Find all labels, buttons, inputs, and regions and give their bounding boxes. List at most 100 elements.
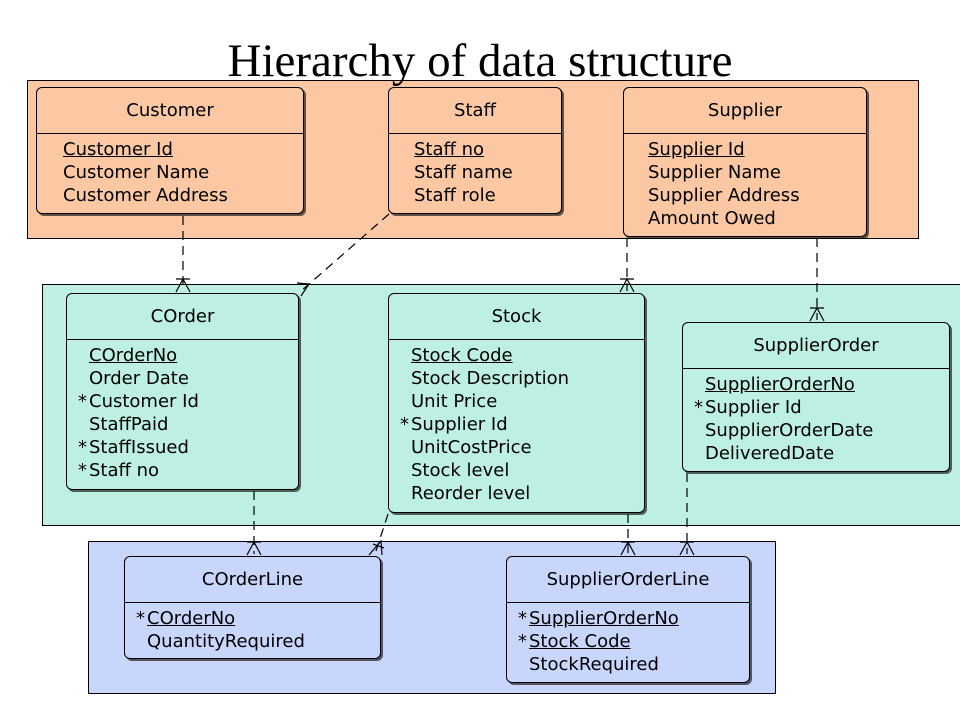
- key-attribute-name: SupplierOrderNo: [705, 374, 855, 395]
- foreign-key-marker: [399, 367, 409, 390]
- key-attribute-name: COrderNo: [147, 608, 236, 629]
- entity-attribute: *Customer Id: [77, 390, 298, 413]
- foreign-key-marker: [636, 138, 646, 161]
- attribute-name: Stock level: [411, 460, 510, 481]
- entity-attribute: Supplier Address: [636, 184, 866, 207]
- entity-attribute: *StaffIssued: [77, 436, 298, 459]
- attribute-name: Stock Description: [411, 368, 570, 389]
- entity-attribute: Stock Description: [399, 367, 644, 390]
- entity-supplierorder-name: SupplierOrder: [683, 323, 949, 369]
- attribute-name: StockRequired: [529, 654, 659, 675]
- entity-attribute: Order Date: [77, 367, 298, 390]
- entity-attribute: *SupplierOrderNo: [517, 607, 749, 630]
- entity-attribute: Supplier Id: [636, 138, 866, 161]
- attribute-name: UnitCostPrice: [411, 437, 532, 458]
- key-attribute-name: Staff no: [414, 139, 485, 160]
- entity-attribute: Customer Address: [51, 184, 303, 207]
- slide-title: Hierarchy of data structure: [227, 35, 733, 87]
- foreign-key-marker: *: [694, 397, 703, 418]
- entity-staff-name: Staff: [389, 88, 561, 134]
- attribute-name: Staff no: [89, 460, 160, 481]
- key-attribute-name: Stock Code: [529, 631, 631, 652]
- attribute-name: SupplierOrderDate: [705, 420, 874, 441]
- foreign-key-marker: [402, 184, 412, 207]
- attribute-name: Staff role: [414, 185, 496, 206]
- entity-supplierorderline: SupplierOrderLine *SupplierOrderNo*Stock…: [506, 556, 750, 683]
- entity-attribute: Stock Code: [399, 344, 644, 367]
- foreign-key-marker: *: [400, 414, 409, 435]
- entity-attribute: Staff no: [402, 138, 561, 161]
- attribute-name: Supplier Id: [705, 397, 802, 418]
- key-attribute-name: Stock Code: [411, 345, 513, 366]
- attribute-name: StaffPaid: [89, 414, 169, 435]
- foreign-key-marker: [402, 161, 412, 184]
- attribute-name: DeliveredDate: [705, 443, 835, 464]
- entity-attribute: COrderNo: [77, 344, 298, 367]
- foreign-key-marker: [693, 419, 703, 442]
- key-attribute-name: Customer Id: [63, 139, 173, 160]
- entity-supplier-name: Supplier: [624, 88, 866, 134]
- foreign-key-marker: [399, 482, 409, 505]
- entity-attribute: Staff role: [402, 184, 561, 207]
- entity-attribute: Staff name: [402, 161, 561, 184]
- entity-corder-name: COrder: [67, 294, 298, 340]
- entity-attribute: *Supplier Id: [693, 396, 949, 419]
- foreign-key-marker: [399, 459, 409, 482]
- foreign-key-marker: *: [518, 608, 527, 629]
- foreign-key-marker: [636, 184, 646, 207]
- entity-attribute: UnitCostPrice: [399, 436, 644, 459]
- foreign-key-marker: [636, 161, 646, 184]
- attribute-name: Reorder level: [411, 483, 531, 504]
- key-attribute-name: COrderNo: [89, 345, 178, 366]
- entity-attribute: StaffPaid: [77, 413, 298, 436]
- entity-attribute: SupplierOrderDate: [693, 419, 949, 442]
- attribute-name: Supplier Name: [648, 162, 781, 183]
- entity-attribute: SupplierOrderNo: [693, 373, 949, 396]
- foreign-key-marker: [51, 184, 61, 207]
- entity-attribute: *Stock Code: [517, 630, 749, 653]
- attribute-name: Order Date: [89, 368, 189, 389]
- foreign-key-marker: [693, 442, 703, 465]
- attribute-name: Supplier Address: [648, 185, 800, 206]
- attribute-name: Supplier Id: [411, 414, 508, 435]
- entity-attribute: Supplier Name: [636, 161, 866, 184]
- key-attribute-name: SupplierOrderNo: [529, 608, 679, 629]
- foreign-key-marker: [399, 344, 409, 367]
- entity-supplierorder: SupplierOrder SupplierOrderNo*Supplier I…: [682, 322, 950, 472]
- attribute-name: Unit Price: [411, 391, 498, 412]
- attribute-name: Customer Id: [89, 391, 199, 412]
- attribute-name: Staff name: [414, 162, 513, 183]
- entity-attribute: Customer Name: [51, 161, 303, 184]
- entity-attribute: *Staff no: [77, 459, 298, 482]
- foreign-key-marker: *: [78, 437, 87, 458]
- foreign-key-marker: [693, 373, 703, 396]
- foreign-key-marker: [517, 653, 527, 676]
- foreign-key-marker: [77, 344, 87, 367]
- foreign-key-marker: *: [78, 391, 87, 412]
- entity-attribute: *COrderNo: [135, 607, 380, 630]
- foreign-key-marker: [399, 436, 409, 459]
- foreign-key-marker: *: [136, 608, 145, 629]
- foreign-key-marker: [77, 413, 87, 436]
- entity-customer-name: Customer: [37, 88, 303, 134]
- foreign-key-marker: [51, 161, 61, 184]
- entity-attribute: QuantityRequired: [135, 630, 380, 653]
- foreign-key-marker: [399, 390, 409, 413]
- entity-attribute: Stock level: [399, 459, 644, 482]
- entity-attribute: Reorder level: [399, 482, 644, 505]
- entity-corderline-name: COrderLine: [125, 557, 380, 603]
- foreign-key-marker: *: [518, 631, 527, 652]
- key-attribute-name: Supplier Id: [648, 139, 745, 160]
- foreign-key-marker: [135, 630, 145, 653]
- entity-supplierorderline-name: SupplierOrderLine: [507, 557, 749, 603]
